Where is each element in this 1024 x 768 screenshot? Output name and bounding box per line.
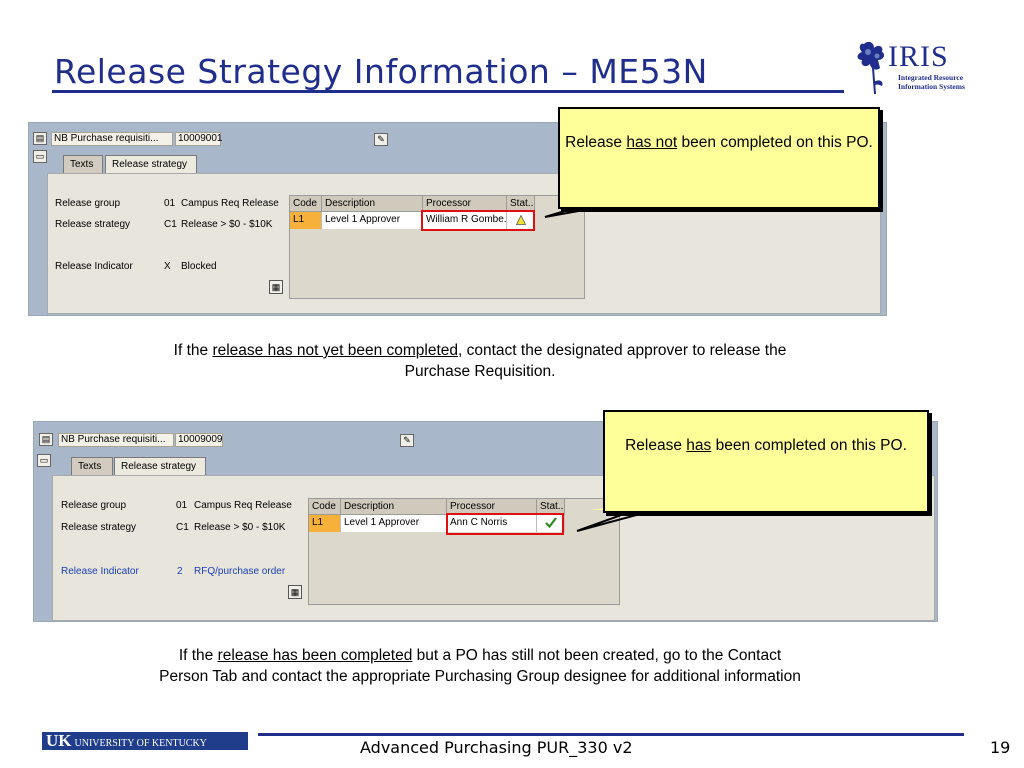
caption2-line2: Person Tab and contact the appropriate P… bbox=[159, 668, 801, 685]
doc-number-field[interactable]: 10009009 bbox=[175, 433, 223, 447]
details-button[interactable]: ▦ bbox=[269, 280, 283, 294]
caption2-pre: If the bbox=[178, 647, 218, 664]
release-group-value: Campus Req Release bbox=[181, 198, 279, 209]
callout1-text-emph: has not bbox=[626, 134, 678, 151]
release-strategy-label: Release strategy bbox=[61, 522, 137, 533]
header-icon[interactable]: ▭ bbox=[37, 454, 51, 467]
tab-release-strategy[interactable]: Release strategy bbox=[105, 155, 197, 174]
column-header-description[interactable]: Description bbox=[322, 196, 423, 212]
doc-number-field[interactable]: 10009001 bbox=[175, 132, 223, 146]
row-processor-cell[interactable]: Ann C Norris bbox=[447, 515, 537, 532]
checkmark-icon bbox=[544, 517, 557, 529]
row-code-cell[interactable]: L1 bbox=[309, 515, 341, 532]
tab-release-strategy[interactable]: Release strategy bbox=[114, 457, 206, 476]
row-description-cell[interactable]: Level 1 Approver bbox=[341, 515, 447, 532]
release-indicator-code: X bbox=[164, 261, 171, 272]
warning-icon bbox=[515, 214, 526, 225]
column-header-code[interactable]: Code bbox=[290, 196, 322, 212]
header-icon[interactable]: ▭ bbox=[33, 150, 47, 163]
caption-released: If the release has been completed but a … bbox=[0, 645, 960, 687]
release-group-label: Release group bbox=[61, 500, 127, 511]
uk-logo-name: UNIVERSITY OF KENTUCKY bbox=[74, 738, 207, 749]
release-strategy-label: Release strategy bbox=[55, 219, 131, 230]
release-strategy-code: C1 bbox=[164, 219, 177, 230]
callout2-text-post: been completed on this PO. bbox=[711, 437, 907, 454]
uk-logo-mark: UK bbox=[46, 731, 72, 750]
release-group-code: 01 bbox=[164, 198, 176, 209]
tab-texts[interactable]: Texts bbox=[63, 155, 103, 174]
release-group-value: Campus Req Release bbox=[194, 500, 292, 511]
release-group-code: 01 bbox=[176, 500, 188, 511]
callout-released: Release has been completed on this PO. bbox=[603, 410, 929, 513]
row-status-cell[interactable] bbox=[537, 515, 565, 532]
caption2-emph: release has been completed bbox=[217, 647, 413, 664]
sap-screen-released: ▤ NB Purchase requisiti... 10009009 ✎ ▭ … bbox=[33, 421, 938, 622]
iris-logo-subtitle-2: Information Systems bbox=[898, 82, 965, 91]
release-indicator-label: Release Indicator bbox=[55, 261, 133, 272]
iris-logo-text: IRIS bbox=[888, 40, 949, 73]
release-indicator-value: Blocked bbox=[181, 261, 217, 272]
column-header-description[interactable]: Description bbox=[341, 499, 447, 515]
caption1-line2: Purchase Requisition. bbox=[404, 363, 556, 380]
footer-rule bbox=[258, 733, 964, 736]
status-highlight-box bbox=[446, 513, 564, 535]
release-indicator-value: RFQ/purchase order bbox=[194, 566, 286, 577]
iris-logo-subtitle-1: Integrated Resource bbox=[898, 73, 964, 82]
callout2-text-emph: has bbox=[686, 437, 712, 454]
footer-course-title: Advanced Purchasing PUR_330 v2 bbox=[360, 738, 633, 757]
page-number: 19 bbox=[990, 738, 1011, 757]
title-underline bbox=[52, 90, 844, 93]
caption1-pre: If the bbox=[173, 342, 213, 359]
caption1-emph: release has not yet been completed bbox=[212, 342, 459, 359]
release-strategy-value: Release > $0 - $10K bbox=[181, 219, 273, 230]
caption-not-released: If the release has not yet been complete… bbox=[0, 340, 960, 382]
column-header-code[interactable]: Code bbox=[309, 499, 341, 515]
release-group-label: Release group bbox=[55, 198, 121, 209]
caption2-post: but a PO has still not been created, go … bbox=[412, 647, 782, 664]
details-button[interactable]: ▦ bbox=[288, 585, 302, 599]
release-strategy-value: Release > $0 - $10K bbox=[194, 522, 286, 533]
edit-icon[interactable]: ✎ bbox=[400, 434, 414, 447]
callout1-text-post: been completed on this PO. bbox=[677, 134, 873, 151]
document-icon[interactable]: ▤ bbox=[33, 132, 47, 145]
doc-type-field[interactable]: NB Purchase requisiti... bbox=[51, 132, 173, 146]
callout1-text-pre: Release bbox=[565, 134, 627, 151]
release-indicator-code: 2 bbox=[177, 566, 183, 577]
slide-title: Release Strategy Information – ME53N bbox=[54, 52, 708, 91]
row-processor-cell[interactable]: William R Gombe... bbox=[423, 212, 507, 229]
row-code-cell[interactable]: L1 bbox=[290, 212, 322, 229]
caption1-post: , contact the designated approver to rel… bbox=[458, 342, 787, 359]
status-highlight-box bbox=[421, 210, 535, 231]
document-icon[interactable]: ▤ bbox=[39, 433, 53, 446]
release-strategy-code: C1 bbox=[176, 522, 189, 533]
release-indicator-label: Release Indicator bbox=[61, 566, 139, 577]
callout-not-released: Release has not been completed on this P… bbox=[558, 107, 880, 209]
tab-texts[interactable]: Texts bbox=[71, 457, 113, 476]
callout2-text-pre: Release bbox=[625, 437, 687, 454]
doc-type-field[interactable]: NB Purchase requisiti... bbox=[58, 433, 174, 447]
iris-logo-icon bbox=[857, 41, 885, 94]
row-description-cell[interactable]: Level 1 Approver bbox=[322, 212, 423, 229]
edit-icon[interactable]: ✎ bbox=[374, 133, 388, 146]
